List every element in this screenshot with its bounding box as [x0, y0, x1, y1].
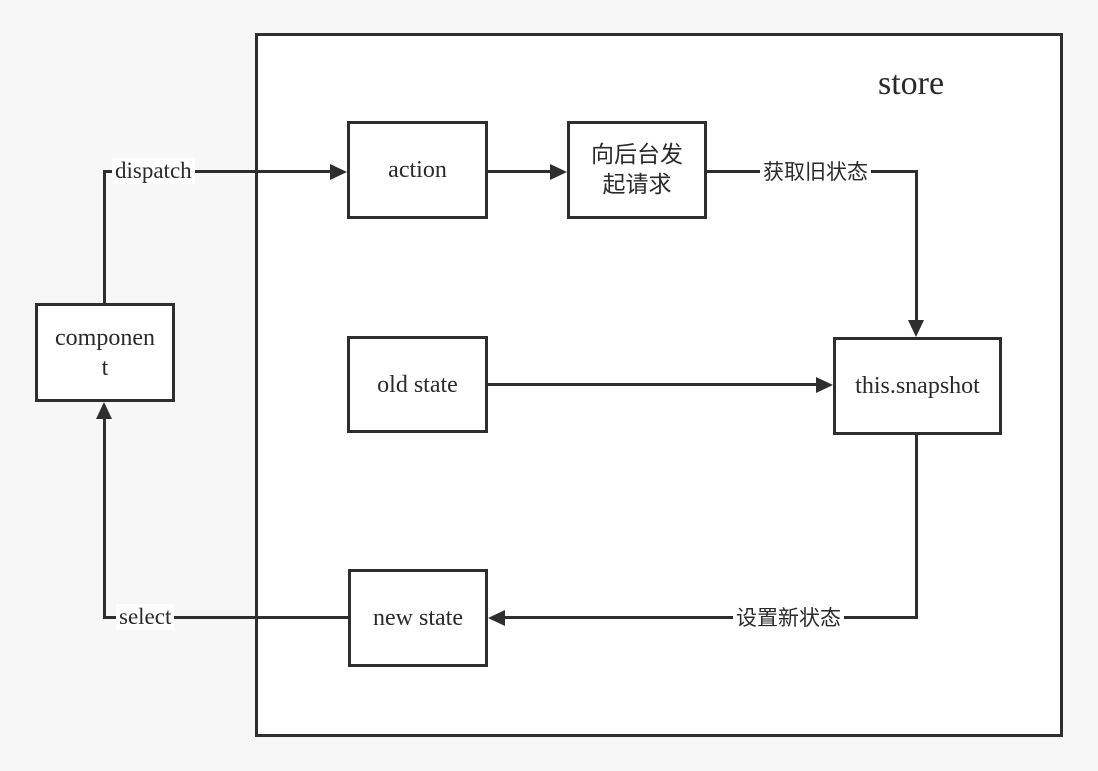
arrowhead-into-action — [330, 164, 347, 180]
edge-action-request-line — [488, 170, 551, 173]
node-this-snapshot: this.snapshot — [833, 337, 1002, 435]
node-action-label: action — [388, 157, 447, 183]
edge-dispatch-horizontal-line — [103, 170, 331, 173]
arrowhead-into-snapshot-left — [816, 377, 833, 393]
node-new-state: new state — [348, 569, 488, 667]
edge-label-set-new-state: 设置新状态 — [733, 605, 844, 631]
node-backend-request-label: 向后台发 起请求 — [591, 142, 683, 197]
edge-set-new-state-vertical-line — [915, 435, 918, 619]
node-action: action — [347, 121, 488, 219]
edge-select-vertical-line — [103, 417, 106, 619]
arrowhead-into-component — [96, 402, 112, 419]
node-this-snapshot-label: this.snapshot — [855, 373, 980, 399]
edge-label-dispatch: dispatch — [112, 158, 195, 184]
edge-set-new-state-horizontal-line — [504, 616, 918, 619]
node-old-state-label: old state — [377, 371, 458, 398]
edge-select-horizontal-line — [103, 616, 348, 619]
node-component: componen t — [35, 303, 175, 402]
edge-label-select: select — [116, 604, 175, 630]
node-old-state: old state — [347, 336, 488, 433]
edge-label-get-old-state: 获取旧状态 — [760, 159, 871, 185]
arrowhead-into-newstate — [488, 610, 505, 626]
edge-get-old-state-vertical-line — [915, 170, 918, 322]
store-title: store — [878, 65, 945, 102]
node-new-state-label: new state — [373, 605, 463, 631]
node-component-label: componen t — [55, 324, 155, 381]
edge-oldstate-snapshot-line — [488, 383, 818, 386]
arrowhead-into-snapshot-top — [908, 320, 924, 337]
arrowhead-into-request — [550, 164, 567, 180]
edge-dispatch-vertical-line — [103, 172, 106, 303]
node-backend-request: 向后台发 起请求 — [567, 121, 707, 219]
